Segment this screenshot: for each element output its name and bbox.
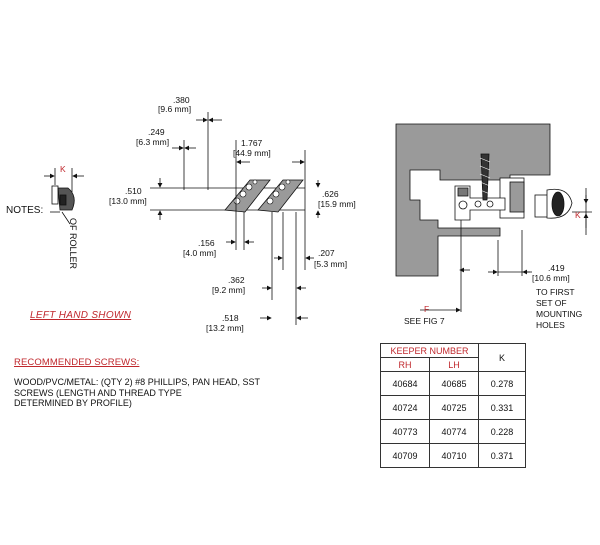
lh-cell: 40685 xyxy=(429,371,479,396)
left-k-label: K xyxy=(60,164,66,174)
section-view xyxy=(395,123,592,313)
rh-cell: 40684 xyxy=(380,371,430,396)
dim-626: .626 xyxy=(322,189,339,199)
left-view xyxy=(44,168,84,225)
rh-cell: 40724 xyxy=(380,395,430,420)
dim-207: .207 xyxy=(318,248,335,258)
lh-cell: 40710 xyxy=(429,443,479,468)
k-cell: 0.371 xyxy=(478,443,526,468)
dim-249: .249 xyxy=(148,127,165,137)
dim-419-mm: [10.6 mm] xyxy=(532,273,570,283)
dim-249-mm: [6.3 mm] xyxy=(136,137,169,147)
dim-380: .380 xyxy=(173,95,190,105)
dim-510-mm: [13.0 mm] xyxy=(109,196,147,206)
dim-510: .510 xyxy=(125,186,142,196)
dim-380-mm: [9.6 mm] xyxy=(158,104,191,114)
lh-header: LH xyxy=(429,357,479,372)
k-cell: 0.228 xyxy=(478,419,526,444)
mounting-label: MOUNTING xyxy=(536,309,582,319)
rh-cell: 40773 xyxy=(380,419,430,444)
table-row: 40724 40725 0.331 xyxy=(380,395,526,420)
dim-419: .419 xyxy=(548,263,565,273)
dim-362: .362 xyxy=(228,275,245,285)
table-row: 40773 40774 0.228 xyxy=(380,419,526,444)
rh-cell: 40709 xyxy=(380,443,430,468)
k-cell: 0.331 xyxy=(478,395,526,420)
keeper-number-header: KEEPER NUMBER xyxy=(380,343,479,358)
dim-156-mm: [4.0 mm] xyxy=(183,248,216,258)
dim-156: .156 xyxy=(198,238,215,248)
dim-1767-mm: [44.9 mm] xyxy=(233,148,271,158)
lh-cell: 40725 xyxy=(429,395,479,420)
dim-207-mm: [5.3 mm] xyxy=(314,259,347,269)
screws-line-3: DETERMINED BY PROFILE) xyxy=(14,398,132,408)
dim-1767: 1.767 xyxy=(241,138,263,148)
left-hand-shown: LEFT HAND SHOWN xyxy=(30,310,132,321)
holes-label: HOLES xyxy=(536,320,565,330)
keeper-plan-view xyxy=(150,112,321,325)
section-k-label: K xyxy=(575,210,581,220)
table-row: 40684 40685 0.278 xyxy=(380,371,526,396)
k-header: K xyxy=(478,343,526,372)
notes-label: NOTES: xyxy=(6,205,44,216)
keeper-table: KEEPER NUMBER K RH LH 40684 40685 0.278 … xyxy=(380,343,526,468)
lh-cell: 40774 xyxy=(429,419,479,444)
recommended-screws-title: RECOMMENDED SCREWS: xyxy=(14,357,140,368)
recommended-screws-text: WOOD/PVC/METAL: (QTY 2) #8 PHILLIPS, PAN… xyxy=(14,377,294,409)
f-label: F xyxy=(424,304,429,314)
screws-line-2: SCREWS (LENGTH AND THREAD TYPE xyxy=(14,387,182,398)
dim-518: .518 xyxy=(222,313,239,323)
of-roller-label: OF ROLLER xyxy=(68,218,78,270)
see-fig-label: SEE FIG 7 xyxy=(404,316,445,326)
k-cell: 0.278 xyxy=(478,371,526,396)
dim-362-mm: [9.2 mm] xyxy=(212,285,245,295)
dim-626-mm: [15.9 mm] xyxy=(318,199,356,209)
rh-header: RH xyxy=(380,357,430,372)
set-of-label: SET OF xyxy=(536,298,567,308)
dim-518-mm: [13.2 mm] xyxy=(206,323,244,333)
table-row: 40709 40710 0.371 xyxy=(380,443,526,468)
screws-line-1: WOOD/PVC/METAL: (QTY 2) #8 PHILLIPS, PAN… xyxy=(14,377,261,387)
to-first-label: TO FIRST xyxy=(536,287,575,297)
